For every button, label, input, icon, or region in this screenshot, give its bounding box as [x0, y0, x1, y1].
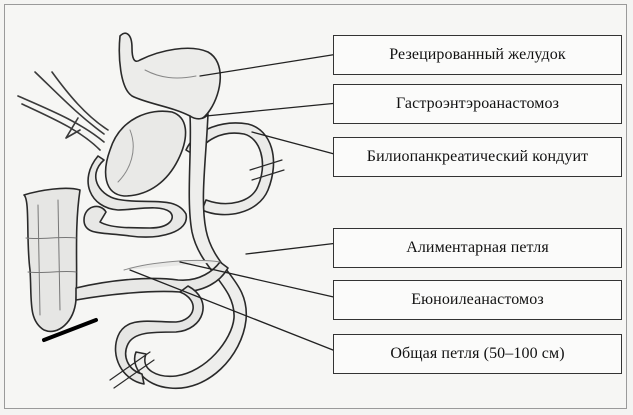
label-resected-stomach-text: Резецированный желудок	[389, 46, 565, 64]
pancreas-drawing	[106, 111, 186, 196]
label-gastroenteroanastomosis: Гастроэнтэроанастомоз	[333, 84, 622, 124]
label-biliopancreatic-conduit-text: Билиопанкреатический кондуит	[367, 148, 588, 166]
label-common-limb: Общая петля (50–100 см)	[333, 334, 622, 374]
label-jejunoileal-anastomosis-text: Еюноилеанастомоз	[411, 291, 544, 309]
label-biliopancreatic-conduit: Билиопанкреатический кондуит	[333, 137, 622, 177]
label-gastroenteroanastomosis-text: Гастроэнтэроанастомоз	[396, 95, 559, 113]
label-common-limb-text: Общая петля (50–100 см)	[390, 345, 564, 363]
label-alimentary-limb-text: Алиментарная петля	[406, 239, 549, 257]
label-resected-stomach: Резецированный желудок	[333, 35, 622, 75]
colon-drawing	[24, 188, 80, 331]
bile-duct-drawing	[18, 72, 108, 150]
label-jejunoileal-anastomosis: Еюноилеанастомоз	[333, 280, 622, 320]
label-alimentary-limb: Алиментарная петля	[333, 228, 622, 268]
resected-stomach-drawing	[119, 33, 220, 120]
